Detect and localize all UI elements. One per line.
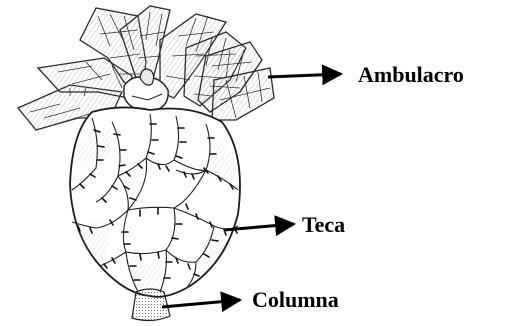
theca-calyx (70, 107, 240, 296)
column-stem (132, 289, 170, 321)
label-ambulacro: Ambulacro (358, 62, 464, 87)
ambulacro-arrow (268, 74, 341, 77)
label-columna: Columna (252, 287, 339, 312)
columna-arrow (162, 300, 240, 307)
label-teca: Teca (302, 212, 345, 237)
